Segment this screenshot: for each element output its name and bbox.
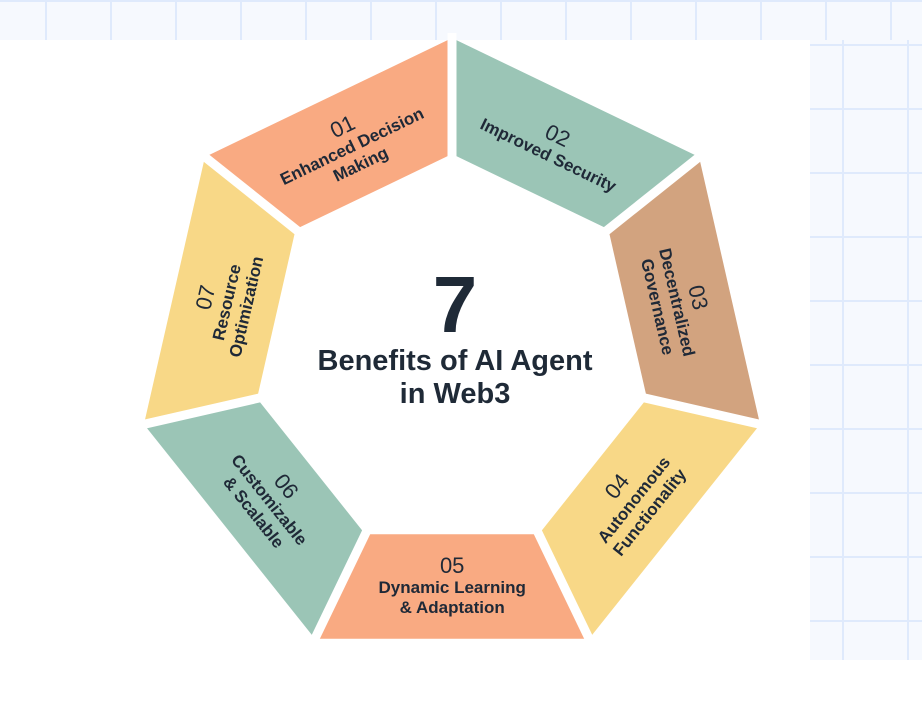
center-title: 7 Benefits of AI Agent in Web3	[290, 265, 620, 411]
segment-text: Dynamic Learning	[378, 578, 526, 597]
segment-01	[204, 38, 452, 230]
segment-gap	[308, 527, 372, 646]
segment-gap	[532, 527, 596, 646]
segment-gap	[641, 393, 766, 430]
segment-gap	[601, 150, 706, 236]
grid-background-top	[0, 0, 922, 40]
segment-02	[452, 38, 700, 230]
grid-background-right	[810, 40, 922, 660]
segment-07	[143, 156, 296, 425]
title-line-2: in Web3	[399, 378, 511, 410]
segment-gap	[198, 150, 303, 236]
segment-04	[538, 398, 761, 639]
segment-03	[608, 156, 761, 425]
segment-05	[314, 534, 590, 639]
diagram-title: Benefits of AI Agent in Web3	[290, 345, 620, 411]
title-line-1: Benefits of AI Agent	[317, 345, 593, 377]
segment-gap	[138, 393, 263, 430]
segment-text: & Adaptation	[399, 598, 505, 617]
segment-number: 05	[439, 553, 465, 578]
segment-06	[143, 398, 366, 639]
benefit-count: 7	[432, 260, 478, 349]
